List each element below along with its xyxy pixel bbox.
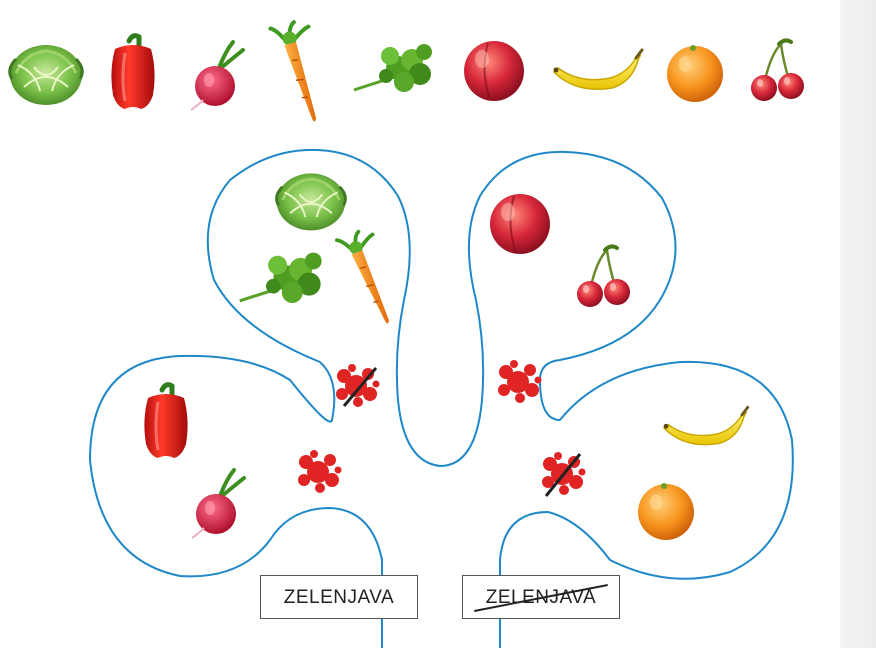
red-pepper-icon [144,385,187,458]
sorting-tree-outline [90,150,793,648]
top-right-lobe-outline [469,152,676,420]
label-box-left: ZELENJAVA [260,575,418,619]
red-pepper-icon [111,36,154,109]
left-lobe-items [144,385,244,538]
parsley-icon [354,44,432,92]
banana-icon [664,407,748,444]
right-lobe-items [638,407,748,540]
top-left-lobe-items [240,173,392,330]
nectarine-icon [490,194,550,254]
cherries-icon [577,246,630,307]
splat-markers [298,360,586,496]
splat-crossed-top-left [336,364,380,407]
radish-icon [192,470,244,538]
splat-icon [298,450,342,493]
carrot-icon [270,21,318,125]
orange-icon [638,483,694,540]
parsley-icon [240,253,322,303]
side-panel [840,0,876,648]
orange-icon [667,45,723,102]
label-box-right-crossed: ZELENJAVA [462,575,620,619]
radish-icon [191,42,243,110]
splat-crossed-right [542,452,586,496]
nectarine-icon [464,41,524,101]
top-right-lobe-items [490,194,630,307]
produce-row [10,21,804,125]
banana-icon [554,50,643,89]
lettuce-icon [10,45,83,105]
carrot-icon [336,229,391,330]
label-left-text: ZELENJAVA [284,587,394,608]
cherries-icon [751,40,804,101]
lettuce-icon [277,173,346,230]
splat-icon [498,360,542,403]
